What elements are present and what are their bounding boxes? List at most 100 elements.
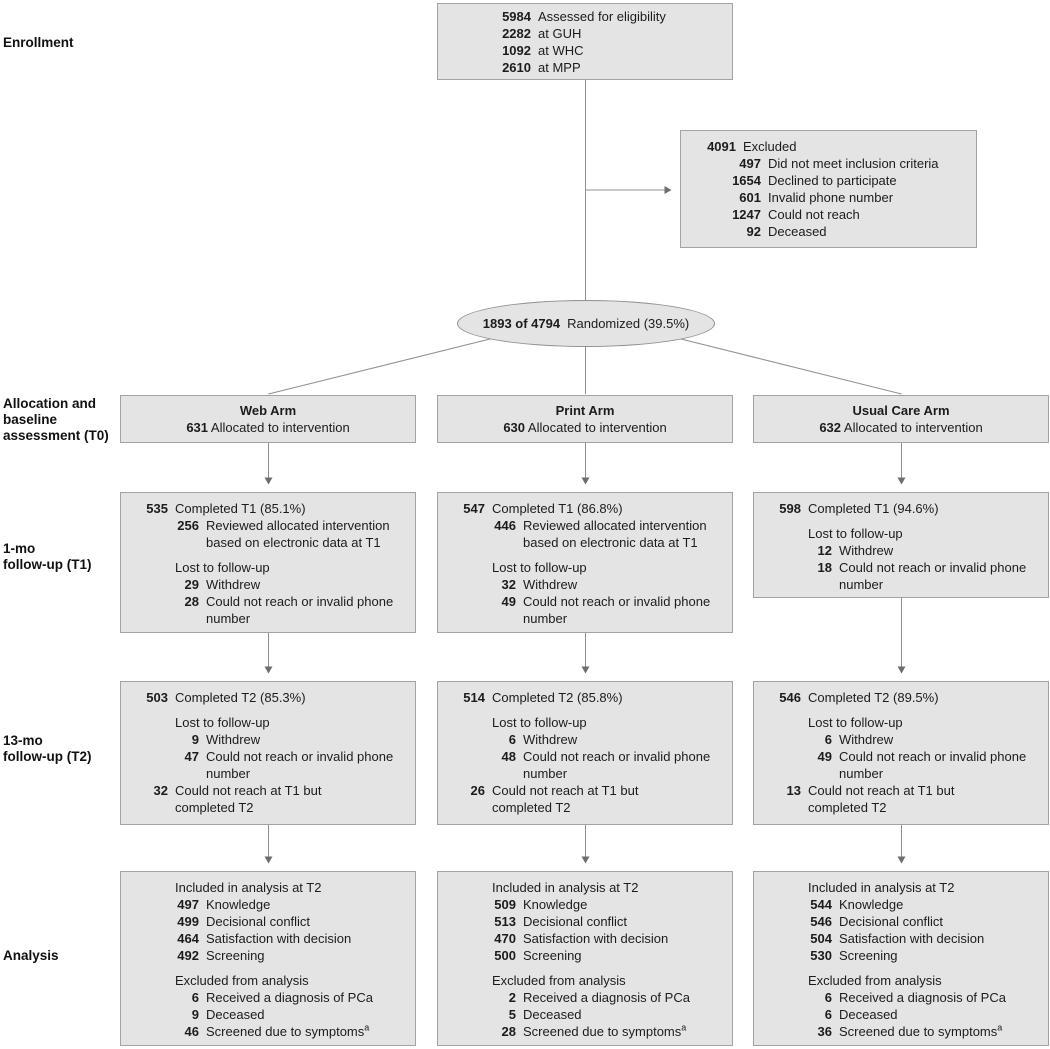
section-header: Lost to follow-up <box>175 715 270 730</box>
label: Deceased <box>523 1007 582 1022</box>
section-header: Lost to follow-up <box>175 560 270 575</box>
label: Could not reach at T1 but completed T2 <box>492 783 639 815</box>
footnote-marker: a <box>681 1022 687 1033</box>
count: 492 <box>177 948 199 963</box>
label: Could not reach or invalid phone number <box>523 749 711 781</box>
label: Deceased <box>768 224 827 239</box>
flow-line: 12 Withdrew <box>764 542 1038 559</box>
label: Screened due to symptomsa <box>206 1023 369 1040</box>
count: 546 <box>779 690 801 705</box>
count: 29 <box>184 577 199 592</box>
label: Completed T2 (85.3%) <box>175 690 306 705</box>
label: Withdrew <box>839 543 894 558</box>
flow-line: 6 Deceased <box>764 1006 1038 1023</box>
section-header: Excluded from analysis <box>175 973 309 988</box>
stage-label-line: 1-mo <box>3 541 36 556</box>
count: 598 <box>779 501 801 516</box>
flow-line: Excluded from analysis <box>764 972 1038 989</box>
label: Could not reach <box>768 207 860 222</box>
flow-line: 513 Decisional conflict <box>448 913 722 930</box>
count: 6 <box>824 1007 832 1022</box>
count: 2282 <box>502 26 531 41</box>
label: Did not meet inclusion criteria <box>768 156 939 171</box>
label: Allocated to intervention <box>527 420 667 435</box>
section-header: Lost to follow-up <box>492 715 587 730</box>
flow-line: Included in analysis at T2 <box>764 879 1038 896</box>
label: Knowledge <box>523 897 588 912</box>
label: Could not reach or invalid phone number <box>523 594 711 626</box>
count: 2 <box>508 990 516 1005</box>
label: Satisfaction with decision <box>523 931 669 946</box>
count: 48 <box>501 749 516 764</box>
label-text: Screened due to symptoms <box>206 1024 365 1039</box>
usual-care-arm-allocation-box: Usual Care Arm 632 Allocated to interven… <box>753 395 1049 443</box>
count: 546 <box>810 914 832 929</box>
count: 26 <box>470 783 485 798</box>
stage-label-analysis: Analysis <box>3 948 59 963</box>
count: 446 <box>494 518 516 533</box>
count: 504 <box>810 931 832 946</box>
label: Reviewed allocated intervention based on… <box>206 518 390 550</box>
count: 503 <box>146 690 168 705</box>
flow-line: Excluded from analysis <box>448 972 722 989</box>
arm-title: Web Arm <box>239 403 297 418</box>
label: Completed T1 (86.8%) <box>492 501 623 516</box>
section-header: Excluded from analysis <box>492 973 626 988</box>
count: 632 <box>819 420 842 435</box>
label: Screening <box>206 948 265 963</box>
label: Withdrew <box>523 732 578 747</box>
label: Could not reach or invalid phone number <box>206 594 394 626</box>
flow-line: Lost to follow-up <box>131 714 405 731</box>
count: 28 <box>501 1024 516 1039</box>
label: Screening <box>523 948 582 963</box>
stage-label-t1: 1-mo follow-up (T1) <box>3 541 91 573</box>
print-arm-allocation-box: Print Arm 630 Allocated to intervention <box>437 395 733 443</box>
count: 12 <box>817 543 832 558</box>
count: 256 <box>177 518 199 533</box>
randomized-ellipse: 1893 of 4794 Randomized (39.5%) <box>457 300 715 347</box>
label: Randomized (39.5%) <box>567 316 690 331</box>
stage-label-line: assessment (T0) <box>3 428 109 443</box>
label: Received a diagnosis of PCa <box>523 990 690 1005</box>
count: 13 <box>786 783 801 798</box>
label: at MPP <box>538 60 581 75</box>
section-header: Lost to follow-up <box>808 715 903 730</box>
label: Could not reach or invalid phone number <box>839 749 1027 781</box>
label: Completed T2 (85.8%) <box>492 690 623 705</box>
label: at WHC <box>538 43 584 58</box>
label: Withdrew <box>839 732 894 747</box>
flow-line: Lost to follow-up <box>764 525 1038 542</box>
flow-line: 2 Received a diagnosis of PCa <box>448 989 722 1006</box>
label: Decisional conflict <box>523 914 628 929</box>
label: Deceased <box>839 1007 898 1022</box>
count: 499 <box>177 914 199 929</box>
count: 470 <box>494 931 516 946</box>
label: Satisfaction with decision <box>206 931 352 946</box>
flow-line: Lost to follow-up <box>764 714 1038 731</box>
count: 9 <box>191 1007 199 1022</box>
count: 1893 of 4794 <box>482 316 561 331</box>
count: 513 <box>494 914 516 929</box>
label: Assessed for eligibility <box>538 9 666 24</box>
